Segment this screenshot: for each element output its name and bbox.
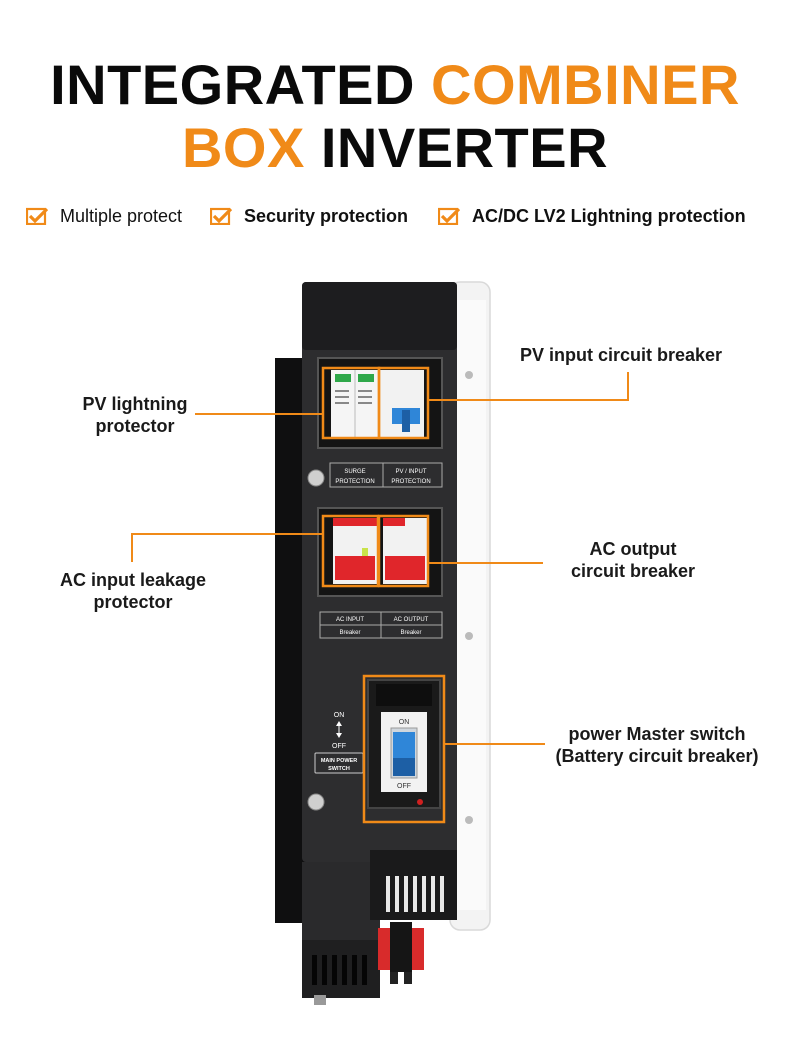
main-power-label-2: SWITCH <box>328 766 350 772</box>
callout-master-switch: power Master switch (Battery circuit bre… <box>555 724 759 766</box>
indicator-led <box>417 799 423 805</box>
check-badge-icon <box>210 207 232 225</box>
black-cable-connector <box>390 922 412 972</box>
panel-screw <box>307 793 325 811</box>
terminal-slots <box>312 955 367 985</box>
red-cable-connector <box>412 928 424 970</box>
grille-slats <box>386 876 444 912</box>
callout-pv-lightning: PV lightning protector <box>82 394 188 436</box>
feature-lightning-protection: AC/DC LV2 Lightning protection <box>438 203 746 229</box>
panel-screw <box>307 469 325 487</box>
callout-pv-input-breaker: PV input circuit breaker <box>520 345 723 365</box>
title-line-2: BOX INVERTER <box>181 116 609 179</box>
switch-toggle-shadow <box>393 758 415 776</box>
case-screw <box>465 632 473 640</box>
pv-input-label: PV / INPUT <box>395 469 426 475</box>
case-screw <box>465 816 473 824</box>
inverter-top-cap <box>302 282 457 350</box>
case-screw <box>465 371 473 379</box>
feature-text: Multiple protect <box>60 205 183 226</box>
callout-line-ac-leakage <box>131 533 323 562</box>
feature-security-protection: Security protection <box>210 203 408 229</box>
highlight-master-switch <box>362 674 446 824</box>
feature-text: AC/DC LV2 Lightning protection <box>472 205 746 226</box>
cable-end <box>404 972 412 984</box>
ac-output-label: AC OUTPUT <box>394 617 429 623</box>
ac-input-red-toggle <box>335 556 375 580</box>
switch-on-text: ON <box>399 719 410 726</box>
cable-end <box>390 972 398 984</box>
spd-indicator-green <box>335 374 351 382</box>
on-label: ON <box>334 712 345 719</box>
spd-printed-lines <box>335 390 372 404</box>
callout-ac-output: AC output circuit breaker <box>570 539 696 581</box>
highlight-ac-output <box>377 514 430 588</box>
test-button <box>362 548 368 556</box>
case-highlight <box>456 300 486 910</box>
mounting-bracket <box>275 358 307 923</box>
ground-screw <box>314 995 326 1005</box>
feature-text: Security protection <box>244 205 409 226</box>
breaker-label: Breaker <box>339 630 360 636</box>
spd-indicator-green <box>358 374 374 382</box>
delixi-brand-strip <box>383 518 405 526</box>
surge-label-2: PROTECTION <box>335 479 374 485</box>
callout-ac-leakage: AC input leakage protector <box>59 570 207 612</box>
surge-label: SURGE <box>344 469 365 475</box>
pv-input-label-2: PROTECTION <box>391 479 430 485</box>
master-switch-cover <box>376 684 432 706</box>
check-badge-icon <box>438 207 460 225</box>
red-cable-connector <box>378 928 390 970</box>
pv-breaker-lever <box>402 410 410 432</box>
up-down-arrow-icon <box>336 721 342 738</box>
ac-output-red-toggle <box>385 556 425 580</box>
switch-toggle-blue <box>393 732 415 758</box>
feature-multiple-protect: Multiple protect <box>26 203 182 229</box>
callout-line-pv-input <box>428 372 629 401</box>
off-label: OFF <box>332 743 346 750</box>
delixi-brand-strip <box>333 518 377 526</box>
check-badge-icon <box>26 207 48 225</box>
upper-label-plate <box>329 462 443 488</box>
main-power-label: MAIN POWER <box>321 758 357 764</box>
breaker-label: Breaker <box>400 630 421 636</box>
title-line-1: INTEGRATED COMBINER <box>50 53 740 116</box>
ac-input-label: AC INPUT <box>336 617 364 623</box>
highlight-pv-input-breaker <box>377 366 430 440</box>
switch-off-text: OFF <box>397 783 411 790</box>
